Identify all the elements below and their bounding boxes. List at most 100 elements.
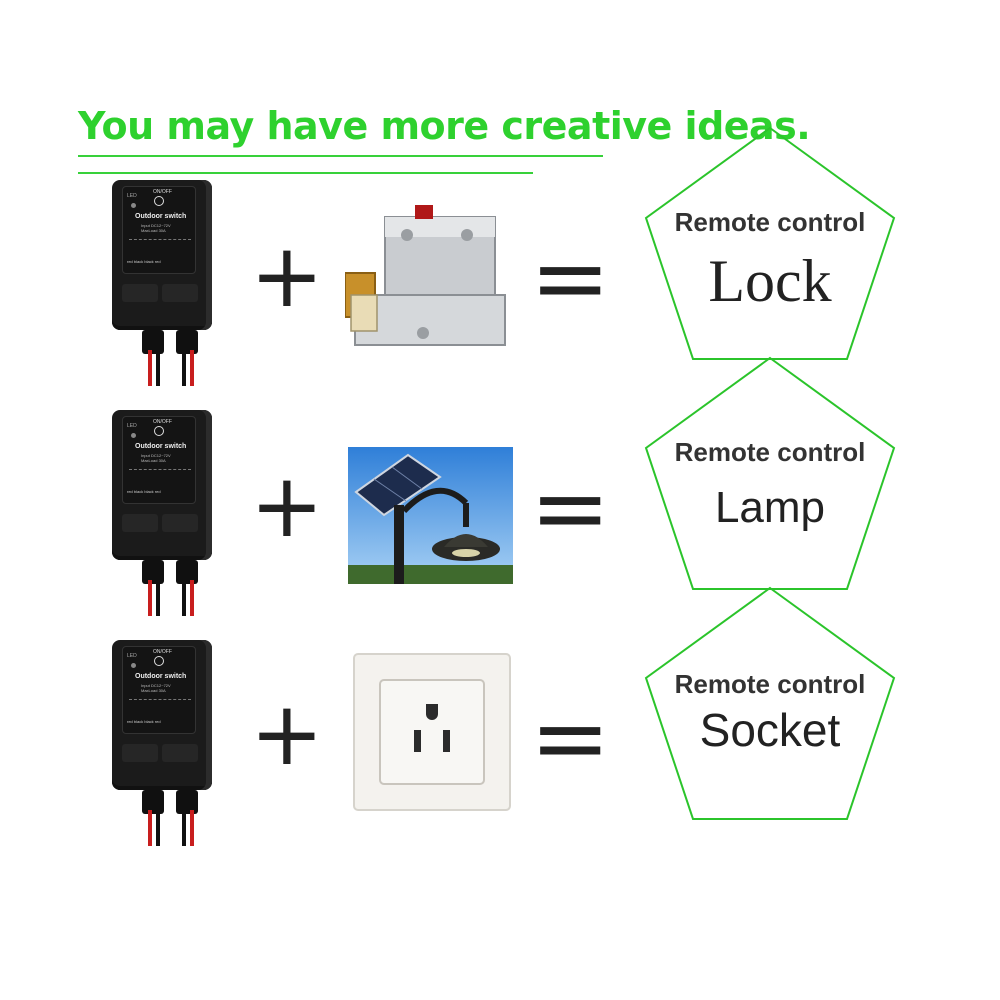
vent-slot — [162, 284, 198, 302]
trees — [348, 565, 513, 584]
device-title: Outdoor switch — [135, 213, 187, 220]
cable-gland — [176, 560, 198, 584]
headline-underline-2 — [78, 172, 533, 174]
switch-housing: LED ON/OFF Outdoor switch Input DC12~72V… — [112, 640, 212, 790]
screw-icon — [401, 229, 413, 241]
vent-slot — [122, 284, 158, 302]
vent-slot — [162, 744, 198, 762]
switch-housing: LED ON/OFF Outdoor switch Input DC12~72V… — [112, 180, 212, 330]
cable-gland — [142, 330, 164, 354]
socket-face — [379, 679, 485, 785]
plus-sign: + — [250, 454, 324, 557]
pentagon-badge: Remote control Lock — [640, 125, 900, 365]
spec-line-1: Input DC12~72V — [141, 453, 171, 458]
wall-socket-image — [353, 653, 511, 811]
spec-line-2: MaxLoad 30A — [141, 228, 166, 233]
power-icon — [154, 656, 164, 666]
solar-lamp-image — [348, 447, 513, 584]
device-title: Outdoor switch — [135, 673, 187, 680]
lock-wire-tab — [415, 205, 433, 219]
solar-panel — [354, 453, 442, 517]
cable-gland — [176, 330, 198, 354]
wire-black — [156, 580, 160, 616]
caption-main: Lamp — [714, 483, 826, 532]
switch-front-panel: LED ON/OFF Outdoor switch Input DC12~72V… — [122, 416, 196, 504]
vent-slot — [122, 744, 158, 762]
caption-top: Remote control — [674, 669, 866, 699]
device-spec: Input DC12~72V MaxLoad 30A — [141, 223, 171, 233]
cable-gland — [142, 790, 164, 814]
led-label: LED — [127, 653, 137, 659]
equals-sign: = — [530, 222, 611, 334]
led-label: LED — [127, 193, 137, 199]
wire-red — [148, 810, 152, 846]
plus-sign: + — [250, 682, 324, 785]
socket-slot-left — [414, 730, 421, 752]
spec-line-2: MaxLoad 30A — [141, 688, 166, 693]
terminal-strip — [129, 699, 191, 714]
sky-background — [348, 447, 513, 584]
headline: You may have more creative ideas. — [78, 104, 811, 148]
wire-black — [156, 810, 160, 846]
cable-gland — [142, 560, 164, 584]
headline-underline — [78, 155, 603, 157]
caption-main: Lock — [708, 248, 832, 314]
wire-labels: red black black red — [127, 719, 161, 724]
wire-red — [190, 580, 194, 616]
lamp-arm — [401, 487, 469, 514]
onoff-label: ON/OFF — [153, 649, 172, 655]
ground-hole-icon — [426, 704, 438, 720]
screw-icon — [461, 229, 473, 241]
electric-lock-image — [345, 205, 506, 346]
vent-slot — [122, 514, 158, 532]
wire-red — [190, 810, 194, 846]
equals-sign: = — [530, 452, 611, 564]
spec-line-1: Input DC12~72V — [141, 223, 171, 228]
switch-front-panel: LED ON/OFF Outdoor switch Input DC12~72V… — [122, 186, 196, 274]
pentagon-outline — [644, 356, 896, 590]
wire-black — [182, 350, 186, 386]
led-indicator-icon — [131, 433, 136, 438]
spec-line-1: Input DC12~72V — [141, 683, 171, 688]
vent-slot — [162, 514, 198, 532]
wire-labels: red black black red — [127, 259, 161, 264]
onoff-label: ON/OFF — [153, 189, 172, 195]
outdoor-switch-device: LED ON/OFF Outdoor switch Input DC12~72V… — [112, 640, 232, 846]
caption-top: Remote control — [674, 207, 866, 237]
terminal-strip — [129, 239, 191, 254]
caption-top: Remote control — [674, 437, 866, 467]
onoff-label: ON/OFF — [153, 419, 172, 425]
wire-black — [182, 580, 186, 616]
terminal-strip — [129, 469, 191, 484]
lock-bolt — [350, 294, 378, 332]
equals-sign: = — [530, 682, 611, 794]
pentagon-badge: Remote control Socket — [640, 585, 900, 825]
wire-black — [156, 350, 160, 386]
cable-gland — [176, 790, 198, 814]
switch-housing: LED ON/OFF Outdoor switch Input DC12~72V… — [112, 410, 212, 560]
pentagon-outline — [644, 126, 896, 360]
wire-black — [182, 810, 186, 846]
power-icon — [154, 196, 164, 206]
device-spec: Input DC12~72V MaxLoad 30A — [141, 683, 171, 693]
device-title: Outdoor switch — [135, 443, 187, 450]
plus-sign: + — [250, 224, 324, 327]
socket-slot-right — [443, 730, 450, 752]
screw-icon — [417, 327, 429, 339]
wire-labels: red black black red — [127, 489, 161, 494]
pentagon-badge: Remote control Lamp — [640, 355, 900, 595]
pentagon-outline — [644, 586, 896, 820]
caption-main: Socket — [699, 704, 841, 756]
device-spec: Input DC12~72V MaxLoad 30A — [141, 453, 171, 463]
outdoor-switch-device: LED ON/OFF Outdoor switch Input DC12~72V… — [112, 180, 232, 386]
lamp-pole — [394, 505, 404, 584]
outdoor-switch-device: LED ON/OFF Outdoor switch Input DC12~72V… — [112, 410, 232, 616]
wire-red — [190, 350, 194, 386]
led-indicator-icon — [131, 663, 136, 668]
wire-red — [148, 580, 152, 616]
spec-line-2: MaxLoad 30A — [141, 458, 166, 463]
led-label: LED — [127, 423, 137, 429]
led-indicator-icon — [131, 203, 136, 208]
power-icon — [154, 426, 164, 436]
switch-front-panel: LED ON/OFF Outdoor switch Input DC12~72V… — [122, 646, 196, 734]
